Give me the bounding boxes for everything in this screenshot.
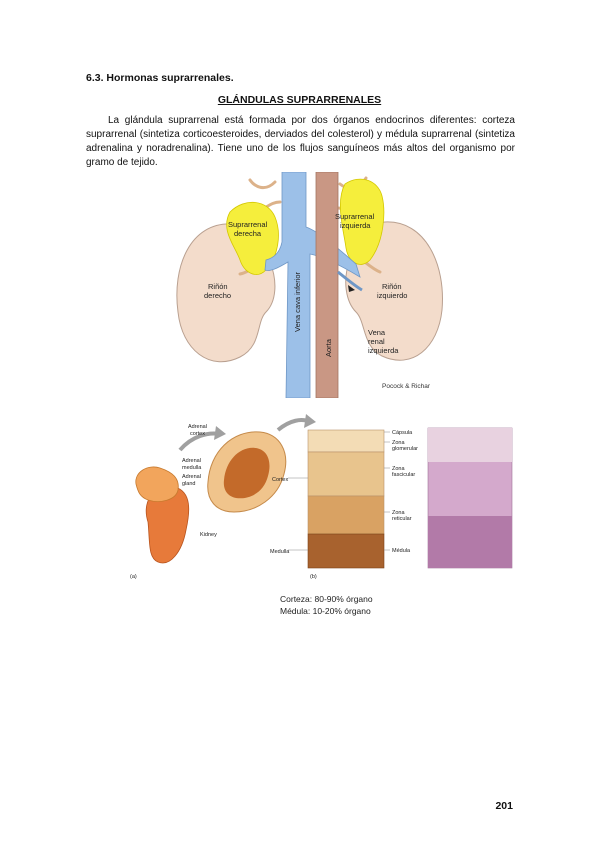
page-title: GLÁNDULAS SUPRARRENALES bbox=[217, 94, 382, 106]
figure-credit: Pocock & Richar bbox=[382, 383, 431, 390]
svg-text:Suprarrenal derecha Su: Suprarrenal derecha Suprarrenal izquierd… bbox=[204, 212, 410, 355]
svg-text:Adrenal cortex Adrenal: Adrenal cortex Adrenal medulla Adrenal g… bbox=[130, 424, 420, 580]
label-adrenal-gland: Adrenal bbox=[182, 474, 201, 480]
label-renal-vein-2: renal bbox=[368, 337, 385, 346]
label-right-kidney: Riñón bbox=[208, 282, 228, 291]
medulla-tissue bbox=[307, 533, 385, 569]
label-adrenal-cortex-2: cortex bbox=[190, 431, 205, 437]
figure-caption: Corteza: 80-90% órgano Médula: 10-20% ór… bbox=[280, 593, 373, 617]
label-kidney: Kidney bbox=[200, 532, 217, 538]
aorta bbox=[315, 171, 339, 399]
label-zona-reticular: Zona bbox=[392, 510, 405, 516]
label-left-adrenal: Suprarrenal bbox=[335, 212, 375, 221]
left-adrenal-gland bbox=[339, 178, 385, 265]
label-zona-glomerular-2: glomerular bbox=[392, 446, 418, 452]
label-zona-glomerular: Zona bbox=[392, 440, 405, 446]
adrenal-histology-figure: Adrenal cortex Adrenal medulla Adrenal g… bbox=[120, 412, 520, 582]
page-number: 201 bbox=[495, 800, 513, 812]
adrenal-gland-illustration bbox=[135, 466, 179, 502]
label-left-kidney-2: izquierdo bbox=[377, 291, 407, 300]
label-vena-cava: Vena cava inferior bbox=[293, 271, 302, 332]
cortex-zona-glomerular bbox=[307, 429, 385, 453]
label-adrenal-cortex: Adrenal bbox=[188, 424, 207, 430]
section-heading: 6.3. Hormonas suprarrenales. bbox=[86, 72, 234, 84]
label-panel-b: (b) bbox=[310, 574, 317, 580]
adrenal-kidney-figure: Suprarrenal derecha Suprarrenal izquierd… bbox=[170, 171, 450, 399]
caption-line-1: Corteza: 80-90% órgano bbox=[280, 594, 373, 604]
intro-paragraph: La glándula suprarrenal está formada por… bbox=[86, 115, 515, 168]
label-panel-a: (a) bbox=[130, 574, 137, 580]
label-capsula: Cápsula bbox=[392, 430, 413, 436]
label-cortex: Cortex bbox=[272, 477, 288, 483]
label-medula: Médula bbox=[392, 548, 411, 554]
label-renal-vein: Vena bbox=[368, 328, 386, 337]
label-renal-vein-3: izquierda bbox=[368, 346, 399, 355]
label-right-adrenal-2: derecha bbox=[234, 229, 262, 238]
label-right-adrenal: Suprarrenal bbox=[228, 220, 268, 229]
label-aorta: Aorta bbox=[324, 338, 333, 357]
label-zona-reticular-2: reticular bbox=[392, 516, 412, 522]
label-adrenal-medulla-2: medulla bbox=[182, 465, 202, 471]
label-medulla: Medulla bbox=[270, 549, 290, 555]
renal-vein bbox=[337, 270, 363, 292]
label-left-kidney: Riñón bbox=[382, 282, 402, 291]
cortex-zona-reticular bbox=[307, 495, 385, 535]
label-left-adrenal-2: izquierda bbox=[340, 221, 371, 230]
label-adrenal-medulla: Adrenal bbox=[182, 458, 201, 464]
cortex-zona-fascicular bbox=[307, 451, 385, 497]
label-zona-fascicular-2: fascicular bbox=[392, 472, 415, 478]
label-adrenal-gland-2: gland bbox=[182, 481, 195, 487]
adrenal-medulla-section bbox=[223, 447, 270, 499]
label-zona-fascicular: Zona bbox=[392, 466, 405, 472]
caption-line-2: Médula: 10-20% órgano bbox=[280, 606, 371, 616]
label-right-kidney-2: derecho bbox=[204, 291, 231, 300]
